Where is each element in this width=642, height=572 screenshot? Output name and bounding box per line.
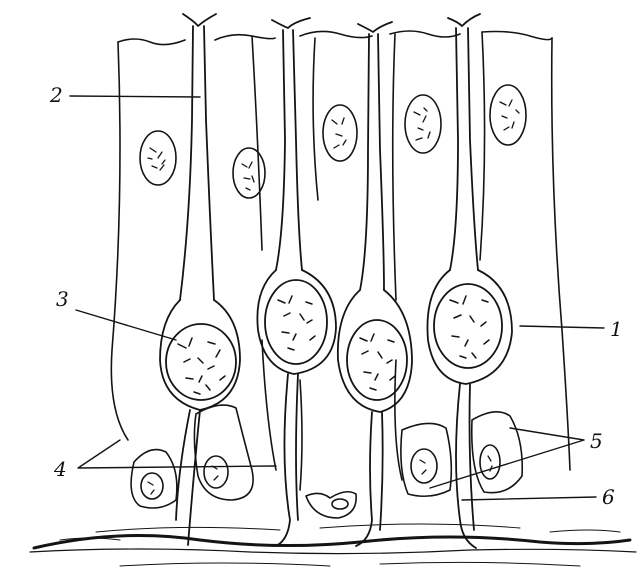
neuron-2-dendrite xyxy=(272,18,310,270)
basement-membrane xyxy=(30,524,636,566)
leader-2 xyxy=(70,96,200,97)
leader-1 xyxy=(520,326,604,328)
neuron-3-nucleus xyxy=(347,320,407,400)
column-edge-b xyxy=(252,36,262,250)
neuron-4-nucleus xyxy=(434,284,502,368)
sc-nucleus-3 xyxy=(323,105,357,161)
column-edge-e xyxy=(480,32,485,260)
neuron-3-dendrite xyxy=(358,22,392,290)
label-6: 6 xyxy=(602,485,615,509)
column-edge-h xyxy=(300,380,302,490)
supporting-cells xyxy=(111,31,570,490)
leader-6 xyxy=(462,497,596,500)
supporting-cell-nuclei xyxy=(140,85,526,198)
neuron-1-axon xyxy=(176,410,200,545)
column-edge-f xyxy=(552,38,570,470)
neuron-2-body xyxy=(257,270,336,374)
neuron-4-body xyxy=(427,270,512,384)
basal-cells xyxy=(131,405,522,518)
basal-cell-4 xyxy=(401,423,451,496)
sc-nucleus-5 xyxy=(490,85,526,145)
leader-lines xyxy=(70,96,604,500)
column-edge-a xyxy=(111,42,128,440)
label-1: 1 xyxy=(610,317,623,341)
sc-nucleus-4 xyxy=(405,95,441,153)
neuron-3-body xyxy=(338,290,412,412)
epithelium-top-edge xyxy=(118,31,552,45)
neuron-4-axon xyxy=(456,384,476,548)
leader-5 xyxy=(430,428,584,488)
neuron-1-dendrite xyxy=(180,14,216,300)
column-edge-d xyxy=(393,34,396,300)
leader-3 xyxy=(76,310,176,340)
leader-4 xyxy=(78,440,276,468)
basal-cell-5 xyxy=(472,412,523,493)
label-2: 2 xyxy=(49,83,63,107)
neuron-2-nucleus xyxy=(265,280,327,364)
neuron-2-axon xyxy=(276,374,298,546)
label-3: 3 xyxy=(56,287,69,311)
sc-nucleus-2 xyxy=(233,148,265,198)
receptor-neurons xyxy=(160,14,512,548)
column-edge-c xyxy=(313,38,318,200)
label-4: 4 xyxy=(53,457,67,481)
neuron-4-dendrite xyxy=(448,14,480,270)
label-5: 5 xyxy=(590,429,603,453)
basal-cell-2 xyxy=(194,405,253,500)
